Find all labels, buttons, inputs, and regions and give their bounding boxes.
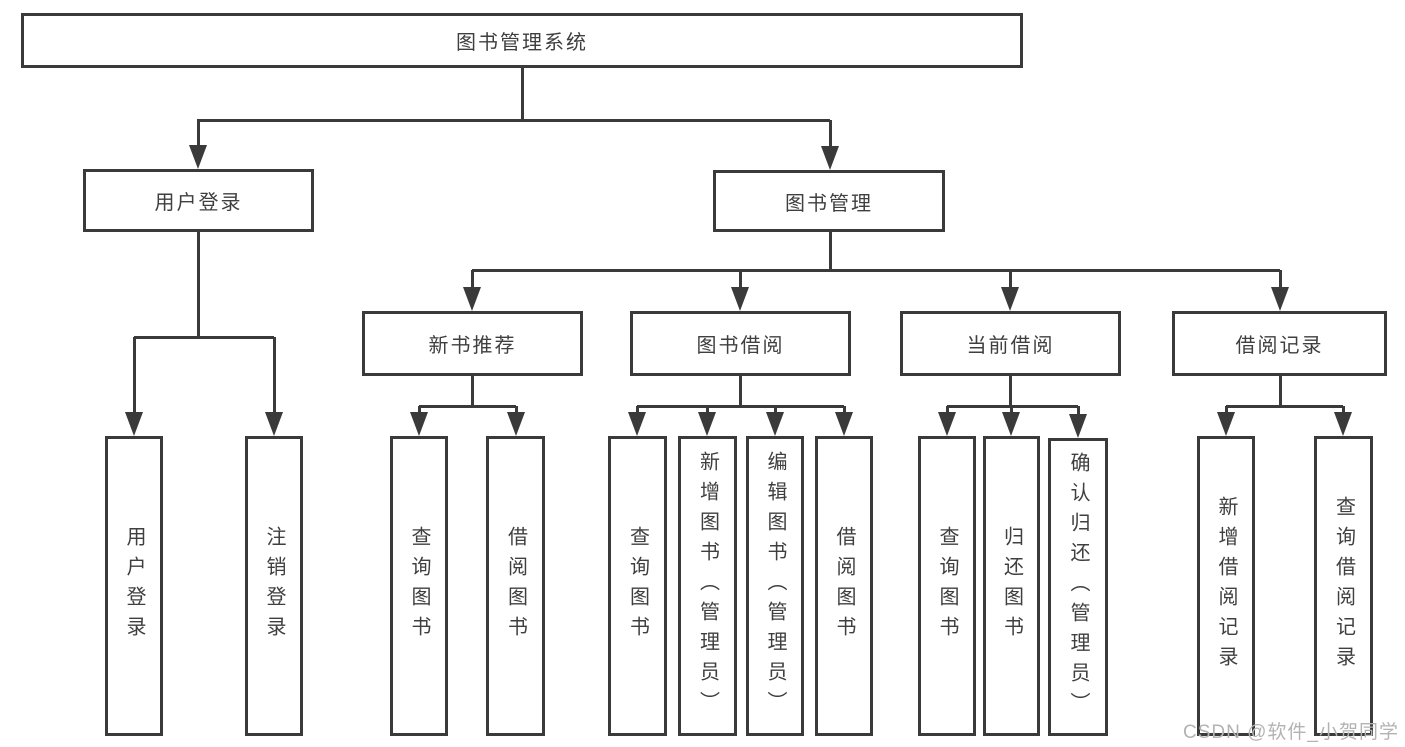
node-label-login: 用户登录 bbox=[123, 526, 145, 646]
arrowhead-icon bbox=[265, 412, 283, 436]
node-label-br-query-record: 查询借阅记录 bbox=[1332, 496, 1355, 676]
connector-line bbox=[197, 118, 830, 122]
node-book-borrow: 图书借阅 bbox=[630, 311, 851, 376]
node-bb-add-books-admin: 新增图书（管理员） bbox=[678, 436, 737, 736]
connector-line bbox=[196, 232, 200, 338]
node-cb-confirm-return-admin: 确认归还（管理员） bbox=[1048, 438, 1108, 736]
connector-line bbox=[635, 406, 639, 416]
node-new-book-recommend: 新书推荐 bbox=[362, 311, 583, 376]
arrowhead-icon bbox=[125, 412, 143, 436]
connector-line bbox=[196, 120, 200, 149]
arrowhead-icon bbox=[1271, 287, 1289, 311]
arrowhead-icon bbox=[698, 412, 716, 436]
node-cb-query-books: 查询图书 bbox=[918, 436, 976, 736]
node-label-current-borrow: 当前借阅 bbox=[966, 335, 1055, 357]
connector-line bbox=[1341, 406, 1345, 416]
connector-line bbox=[705, 406, 709, 416]
node-bb-edit-books-admin: 编辑图书（管理员） bbox=[746, 436, 804, 736]
node-label-cb-return-books: 归还图书 bbox=[1000, 526, 1023, 646]
arrowhead-icon bbox=[1069, 414, 1087, 438]
arrowhead-icon bbox=[463, 287, 481, 311]
connector-line bbox=[514, 406, 518, 416]
arrowhead-icon bbox=[1334, 412, 1352, 436]
connector-line bbox=[132, 337, 136, 416]
node-br-query-record: 查询借阅记录 bbox=[1314, 436, 1373, 736]
node-label-cb-query-books: 查询图书 bbox=[936, 526, 958, 646]
node-bb-query-books: 查询图书 bbox=[608, 436, 667, 736]
node-label-borrow-records: 借阅记录 bbox=[1235, 335, 1324, 357]
node-root: 图书管理系统 bbox=[21, 13, 1023, 68]
node-user-login: 用户登录 bbox=[83, 169, 314, 232]
csdn-watermark: CSDN @软件_小贺同学 bbox=[1183, 722, 1399, 743]
connector-line bbox=[1009, 406, 1013, 416]
connector-line bbox=[842, 406, 846, 416]
connector-line bbox=[1076, 406, 1080, 418]
node-label-root: 图书管理系统 bbox=[456, 32, 588, 54]
node-label-cb-confirm-return-admin: 确认归还（管理员） bbox=[1067, 452, 1089, 722]
connector-line bbox=[470, 376, 474, 407]
connector-line bbox=[738, 376, 742, 407]
node-bb-borrow-books: 借阅图书 bbox=[815, 436, 873, 736]
connector-line bbox=[828, 120, 832, 150]
node-label-user-login: 用户登录 bbox=[154, 192, 243, 214]
node-label-bb-borrow-books: 借阅图书 bbox=[833, 526, 855, 646]
node-label-book-borrow: 图书借阅 bbox=[696, 335, 785, 357]
node-current-borrow: 当前借阅 bbox=[900, 311, 1121, 376]
node-label-nbr-borrow-books: 借阅图书 bbox=[504, 526, 527, 646]
connector-line bbox=[637, 404, 844, 408]
arrowhead-icon bbox=[1002, 412, 1020, 436]
node-cb-return-books: 归还图书 bbox=[983, 436, 1040, 736]
connector-line bbox=[1008, 270, 1012, 291]
connector-line bbox=[470, 270, 474, 291]
connector-line bbox=[738, 270, 742, 291]
connector-line bbox=[134, 335, 274, 339]
node-label-bb-add-books-admin: 新增图书（管理员） bbox=[696, 451, 719, 721]
node-book-management: 图书管理 bbox=[713, 170, 945, 232]
arrowhead-icon bbox=[628, 412, 646, 436]
connector-line bbox=[1226, 404, 1343, 408]
node-br-add-record: 新增借阅记录 bbox=[1197, 436, 1255, 736]
connector-line bbox=[520, 68, 524, 121]
node-login: 用户登录 bbox=[105, 436, 163, 736]
connector-line bbox=[419, 404, 516, 408]
node-label-bb-query-books: 查询图书 bbox=[626, 526, 649, 646]
connector-line bbox=[773, 406, 777, 416]
arrowhead-icon bbox=[821, 146, 839, 170]
connector-line bbox=[272, 337, 276, 416]
node-label-logout: 注销登录 bbox=[263, 526, 285, 646]
connector-line bbox=[1278, 270, 1282, 291]
connector-line bbox=[472, 268, 1280, 272]
connector-line bbox=[828, 232, 832, 271]
node-label-br-add-record: 新增借阅记录 bbox=[1215, 496, 1237, 676]
arrowhead-icon bbox=[835, 412, 853, 436]
connector-line bbox=[945, 406, 949, 416]
node-borrow-records: 借阅记录 bbox=[1172, 311, 1387, 376]
arrowhead-icon bbox=[938, 412, 956, 436]
arrowhead-icon bbox=[766, 412, 784, 436]
connector-line bbox=[1224, 406, 1228, 416]
node-nbr-borrow-books: 借阅图书 bbox=[486, 436, 545, 736]
arrowhead-icon bbox=[189, 145, 207, 169]
node-label-bb-edit-books-admin: 编辑图书（管理员） bbox=[764, 451, 786, 721]
node-logout: 注销登录 bbox=[245, 436, 303, 736]
node-label-book-management: 图书管理 bbox=[785, 192, 873, 215]
connector-line bbox=[417, 406, 421, 416]
arrowhead-icon bbox=[1001, 287, 1019, 311]
node-label-nbr-query-books: 查询图书 bbox=[408, 526, 430, 646]
arrowhead-icon bbox=[731, 287, 749, 311]
arrowhead-icon bbox=[1217, 412, 1235, 436]
connector-line bbox=[947, 404, 1078, 408]
connector-line bbox=[1008, 376, 1012, 407]
node-nbr-query-books: 查询图书 bbox=[390, 436, 448, 736]
node-label-new-book-recommend: 新书推荐 bbox=[428, 335, 517, 357]
connector-line bbox=[1278, 376, 1282, 407]
arrowhead-icon bbox=[507, 412, 525, 436]
arrowhead-icon bbox=[410, 412, 428, 436]
